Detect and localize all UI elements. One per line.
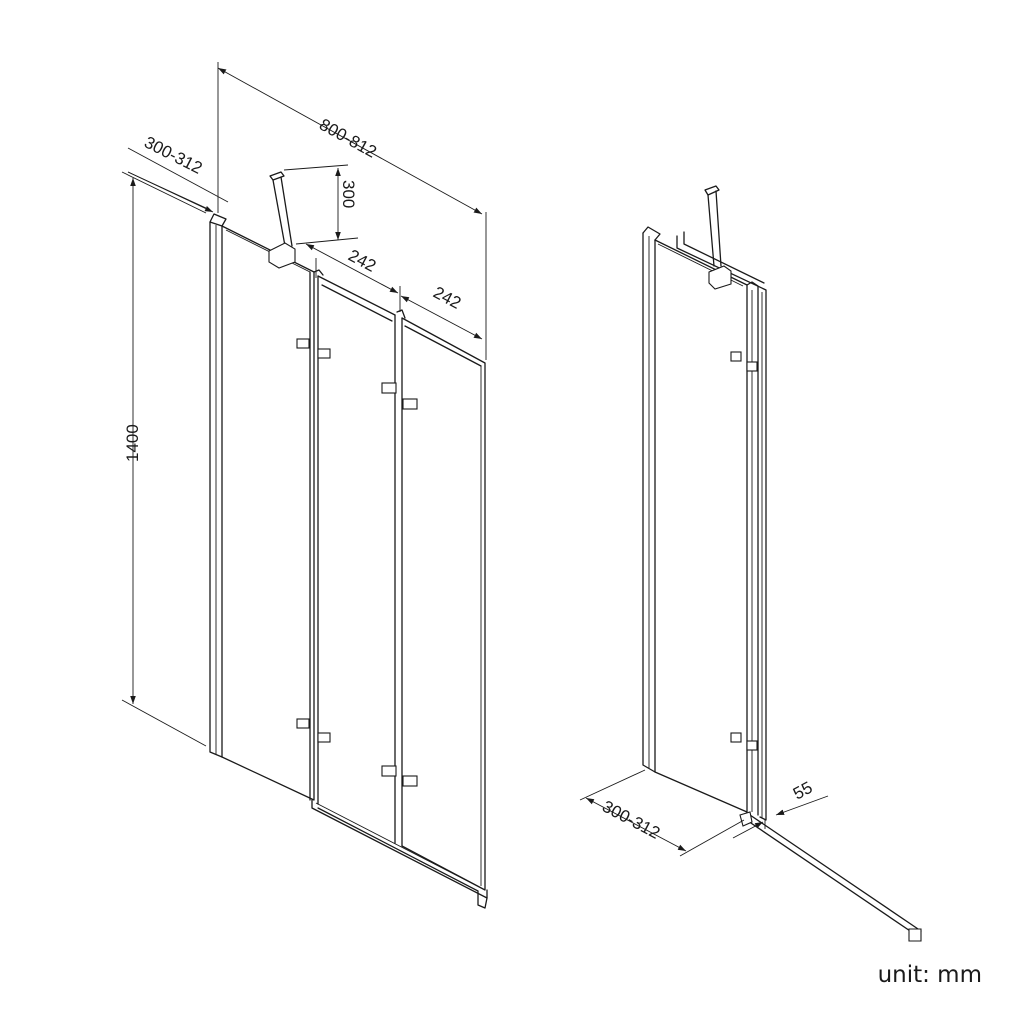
dimension-arm-length: [283, 164, 359, 245]
hinge-plate: [730, 732, 742, 743]
hinge-plate: [746, 740, 758, 751]
hinge-plate: [317, 732, 331, 743]
hinge-plate: [381, 765, 397, 777]
hinge-plate: [402, 398, 418, 410]
folded-door-stack: [676, 231, 767, 821]
wall-profile: [209, 213, 227, 758]
dimension-side-depth: [579, 769, 745, 857]
side-hinges: [730, 351, 758, 751]
dimension-leaf-2: [400, 295, 483, 340]
hinge-plate: [730, 351, 742, 362]
label-arm-length: 300: [339, 180, 358, 208]
hinges: [296, 338, 418, 787]
side-view: 300-312 55: [579, 185, 922, 942]
label-leaf-1: 242: [345, 246, 379, 276]
dimension-height: [121, 171, 207, 747]
label-height: 1400: [123, 424, 142, 462]
dimension-leaf-1: [305, 243, 401, 312]
front-view: 800-812 300-312 300 242 242 1400: [121, 62, 488, 909]
label-side-depth: 300-312: [599, 797, 663, 843]
hinge-plate: [296, 338, 310, 349]
unit-label: unit: mm: [877, 962, 982, 988]
hinge-plate: [402, 775, 418, 787]
side-wall-profile: [642, 226, 661, 773]
dimension-bottom-offset: [732, 795, 829, 839]
hinge-plate: [746, 361, 758, 372]
side-panel: [654, 239, 748, 813]
side-stabilizer-arm: [704, 185, 732, 290]
dimension-fixed-panel-width: [127, 147, 229, 213]
fixed-glass-panel: [221, 225, 315, 801]
label-total-width: 800-812: [316, 115, 380, 162]
hinge-plate: [296, 718, 310, 729]
bottom-seal: [311, 799, 488, 909]
hinge-plate: [381, 382, 397, 394]
label-bottom-offset: 55: [790, 778, 816, 804]
label-leaf-2: 242: [430, 283, 464, 313]
hinge-posts: [309, 269, 406, 847]
label-fixed-panel-width: 300-312: [141, 133, 205, 178]
hinge-plate: [317, 348, 331, 359]
dimension-total-width: [217, 62, 487, 360]
bottom-seal-rod: [739, 811, 922, 942]
stabilizer-arm: [268, 171, 296, 269]
